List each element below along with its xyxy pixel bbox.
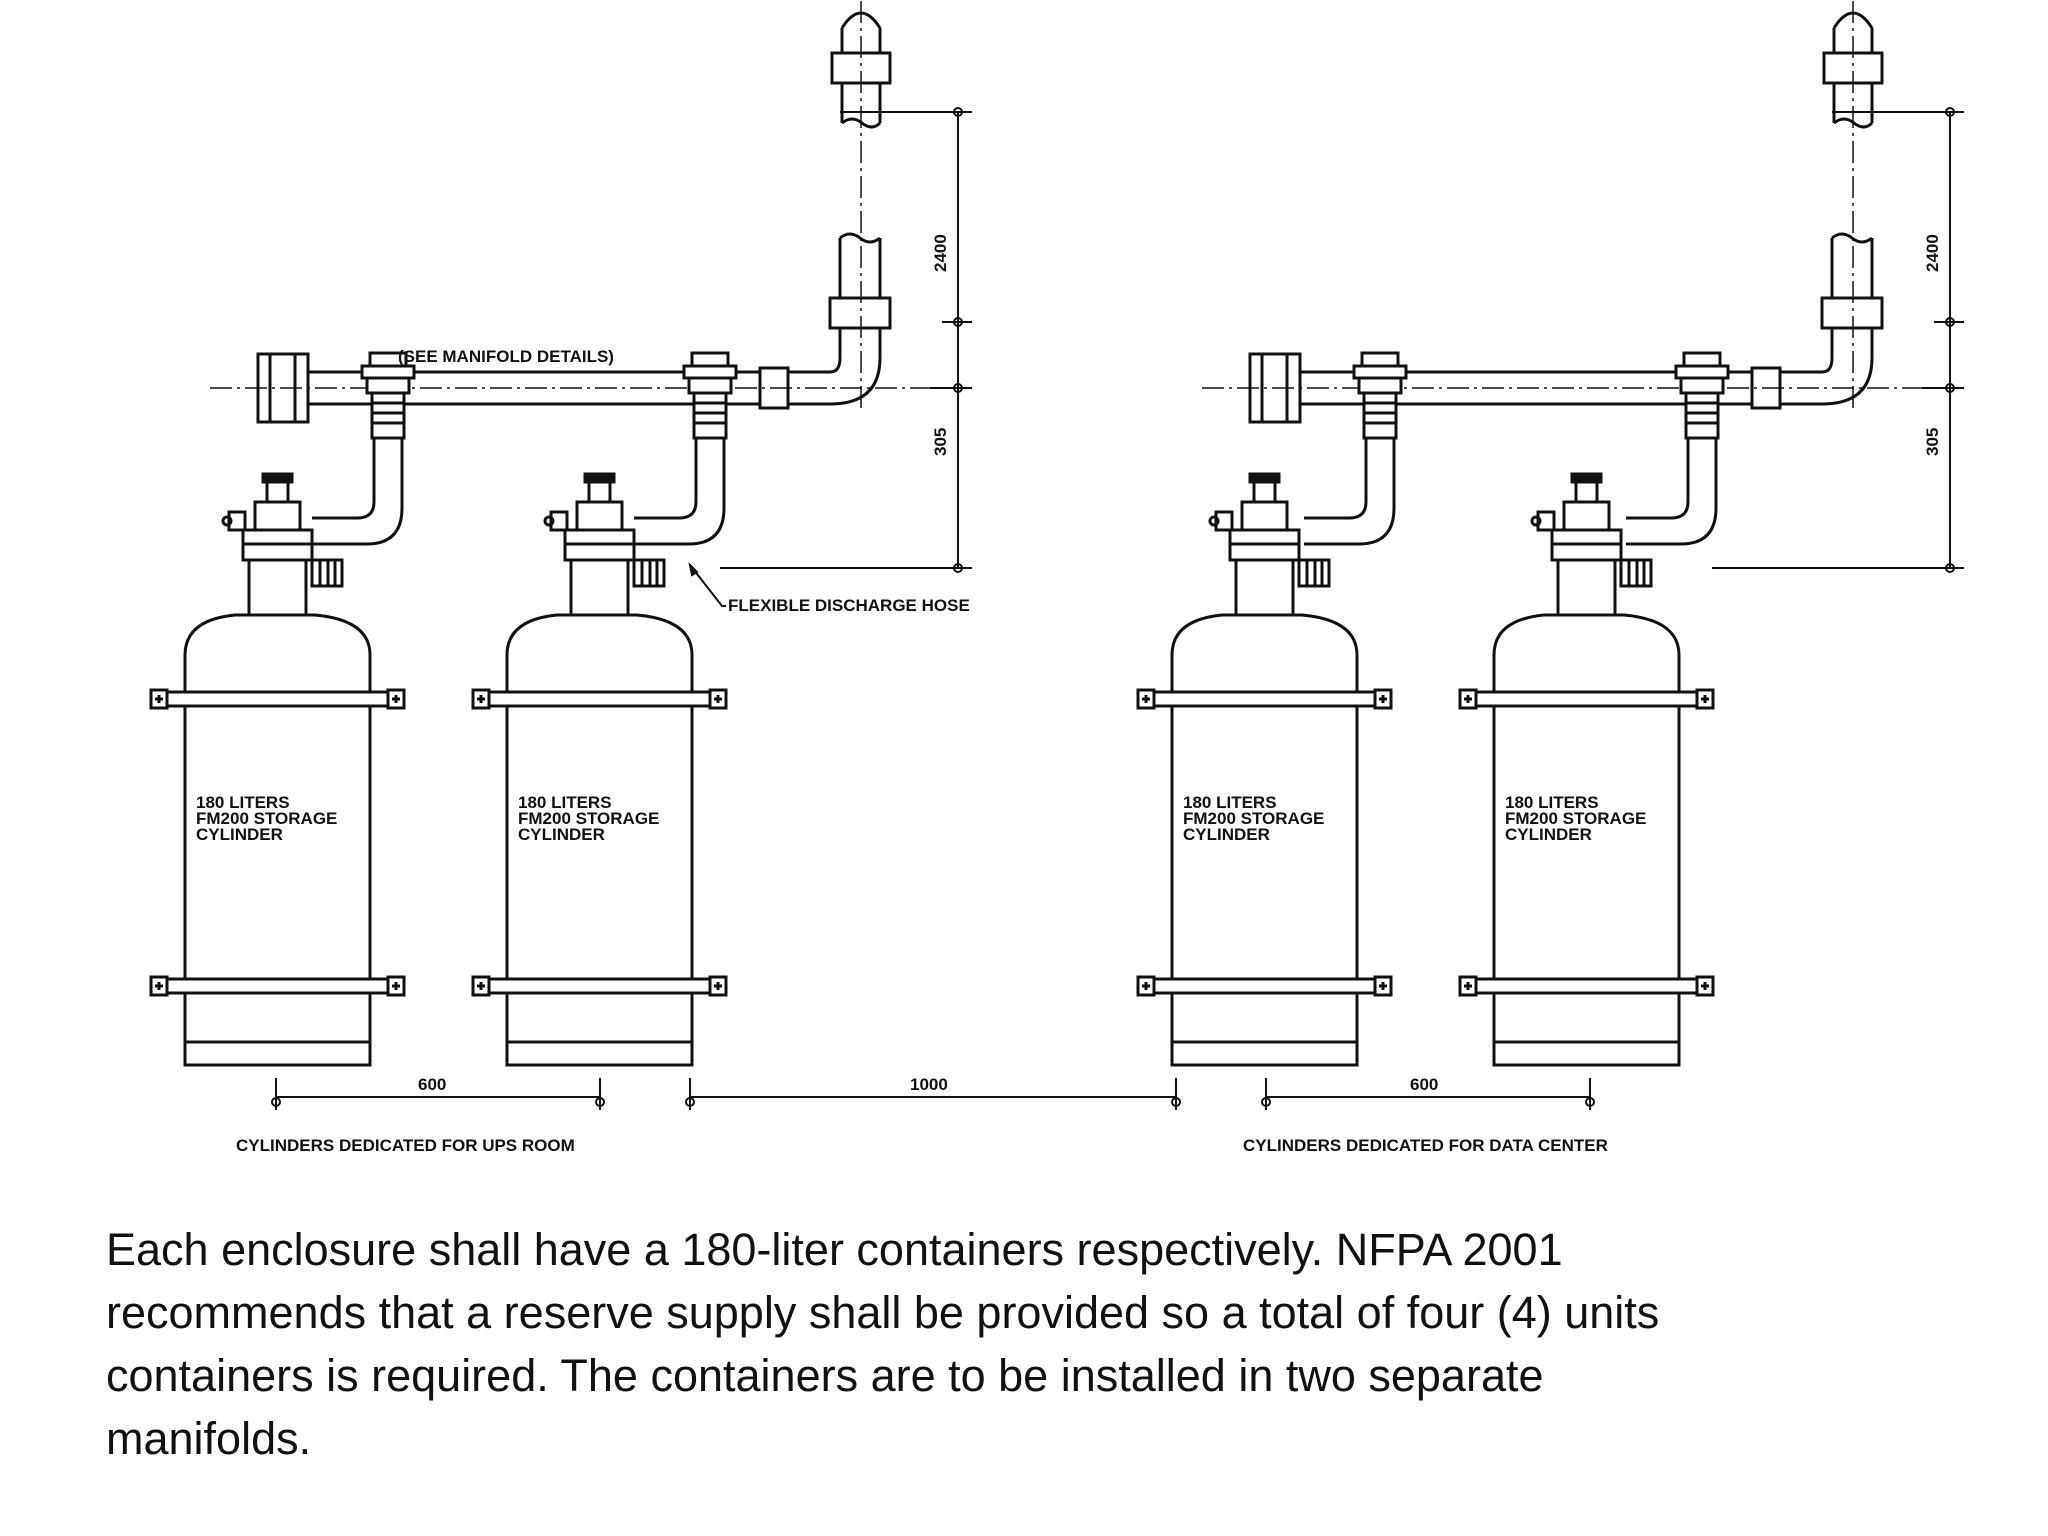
caption-line-1: Each enclosure shall have a 180-liter co…	[106, 1224, 1563, 1275]
hose-left-2	[632, 351, 738, 546]
caption-line-3: containers is required. The containers a…	[106, 1350, 1544, 1401]
hose-right-1	[1302, 351, 1408, 546]
cylinder-3-line3: CYLINDER	[1183, 825, 1270, 844]
cylinder-1-line1: 180 LITERS	[196, 793, 290, 812]
group-data-center-label: CYLINDERS DEDICATED FOR DATA CENTER	[1243, 1136, 1608, 1155]
cylinder-1: 180 LITERS FM200 STORAGE CYLINDER	[149, 472, 406, 1067]
flexible-hose-label: FLEXIBLE DISCHARGE HOSE	[728, 596, 970, 615]
caption-line-4: manifolds.	[106, 1413, 312, 1464]
dimension-vertical-left	[720, 107, 972, 573]
cylinder-3-line1: 180 LITERS	[1183, 793, 1277, 812]
hose-right-2	[1624, 351, 1730, 546]
cylinder-4-line3: CYLINDER	[1505, 825, 1592, 844]
cylinder-4-line2: FM200 STORAGE	[1505, 809, 1646, 828]
group-ups-label: CYLINDERS DEDICATED FOR UPS ROOM	[236, 1136, 575, 1155]
cylinder-1-line3: CYLINDER	[196, 825, 283, 844]
riser-height-right: 2400	[1923, 234, 1942, 272]
flexible-hose-leader	[688, 561, 726, 607]
manifold-drop-right: 305	[1923, 428, 1942, 456]
manifold-right	[1200, 0, 1934, 424]
cylinder-2-line3: CYLINDER	[518, 825, 605, 844]
caption: Each enclosure shall have a 180-liter co…	[106, 1218, 1986, 1470]
cylinder-4: 180 LITERS FM200 STORAGE CYLINDER	[1458, 472, 1715, 1067]
cylinder-2-line1: 180 LITERS	[518, 793, 612, 812]
cylinder-3: 180 LITERS FM200 STORAGE CYLINDER	[1136, 472, 1393, 1067]
cylinder-1-line2: FM200 STORAGE	[196, 809, 337, 828]
riser-height-left: 2400	[931, 234, 950, 272]
cylinder-2-line2: FM200 STORAGE	[518, 809, 659, 828]
manifold-drop-left: 305	[931, 428, 950, 456]
dimension-horizontal	[271, 1078, 1595, 1110]
caption-line-2: recommends that a reserve supply shall b…	[106, 1287, 1660, 1338]
hose-left-1	[310, 351, 416, 546]
spacing-ups: 600	[418, 1075, 446, 1094]
manifold-details-label: (SEE MANIFOLD DETAILS)	[398, 347, 614, 366]
spacing-between-groups: 1000	[910, 1075, 948, 1094]
spacing-data-center: 600	[1410, 1075, 1438, 1094]
cylinder-3-line2: FM200 STORAGE	[1183, 809, 1324, 828]
dimension-vertical-right	[1712, 107, 1964, 573]
cylinder-4-line1: 180 LITERS	[1505, 793, 1599, 812]
cylinder-2: 180 LITERS FM200 STORAGE CYLINDER	[471, 472, 728, 1067]
